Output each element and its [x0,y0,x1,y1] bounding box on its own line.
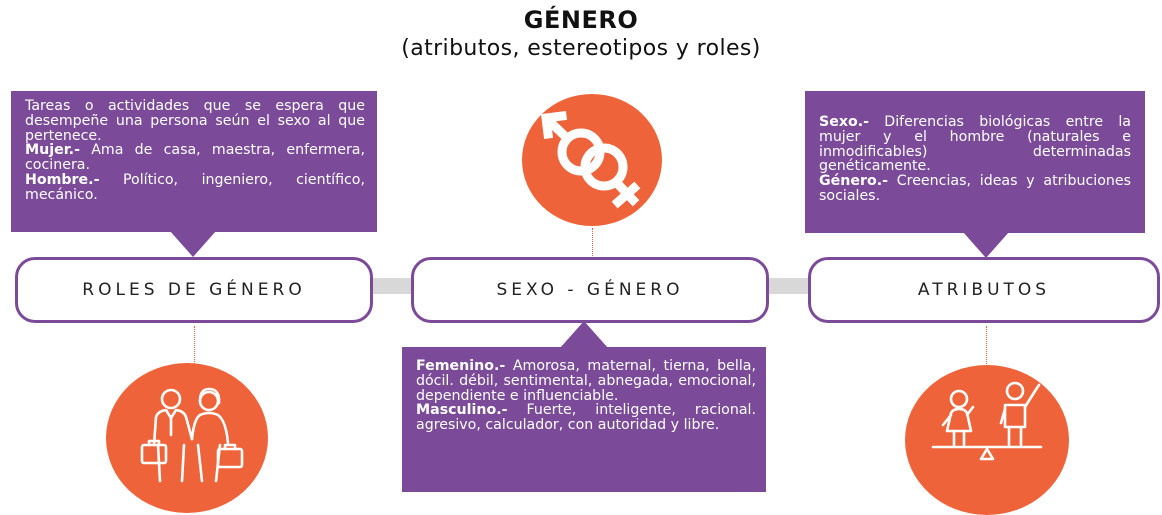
roles-mujer: Mujer.- Ama de casa, maestra, enfermera,… [25,143,365,173]
page-subtitle: (atributos, estereotipos y roles) [401,36,761,61]
mujer-label: Mujer.- [25,142,80,159]
page-title: GÉNERO [523,6,639,34]
equality-balance-icon [931,381,1043,461]
masculino-text: Fuerte, inteligente, racional. agresivo,… [416,402,756,434]
equality-balance-circle [905,365,1069,515]
femenino-text: Amorosa, maternal, tierna, bella, dócil.… [416,358,756,404]
sexo-label: Sexo.- [819,114,870,130]
sexo-genero-callout: Femenino.- Amorosa, maternal, tierna, be… [402,347,766,492]
connector-left [370,278,420,294]
dotted-line-center [592,228,593,256]
femenino-label: Femenino.- [416,358,506,374]
genero-label: Género.- [819,173,889,190]
business-couple-icon [140,387,244,483]
roles-hombre: Hombre.- Político, ingeniero, científico… [25,173,365,203]
masculino-description: Masculino.- Fuerte, inteligente, raciona… [416,403,756,433]
atributos-callout-pointer [963,232,1009,258]
genero-text: Creencias, ideas y atribuciones sociales… [819,173,1131,204]
connector-right [765,278,815,294]
roles-callout-pointer [170,231,216,257]
hombre-text: Político, ingeniero, científico, mecánic… [25,171,365,203]
sexo-definition: Sexo.- Diferencias biológicas entre la m… [819,115,1131,174]
femenino-description: Femenino.- Amorosa, maternal, tierna, be… [416,359,756,403]
dotted-line-left [194,326,195,364]
dotted-line-right [986,326,987,364]
masculino-label: Masculino.- [416,402,508,419]
node-sexo-genero: SEXO - GÉNERO [411,257,769,323]
gender-symbols-circle [522,94,662,226]
business-couple-circle [106,363,268,513]
roles-callout: Tareas o actividades que se espera que d… [11,91,377,232]
hombre-label: Hombre.- [25,171,100,188]
atributos-callout: Sexo.- Diferencias biológicas entre la m… [805,91,1145,233]
node-roles-de-genero: ROLES DE GÉNERO [15,257,373,323]
mujer-text: Ama de casa, maestra, enfermera, cociner… [25,142,365,174]
gender-symbols-icon [540,110,641,209]
sexo-text: Diferencias biológicas entre la mujer y … [819,114,1131,175]
genero-definition: Género.- Creencias, ideas y atribuciones… [819,174,1131,204]
roles-intro: Tareas o actividades que se espera que d… [25,98,365,144]
node-atributos: ATRIBUTOS [808,257,1160,323]
sexo-genero-callout-pointer [560,321,608,348]
